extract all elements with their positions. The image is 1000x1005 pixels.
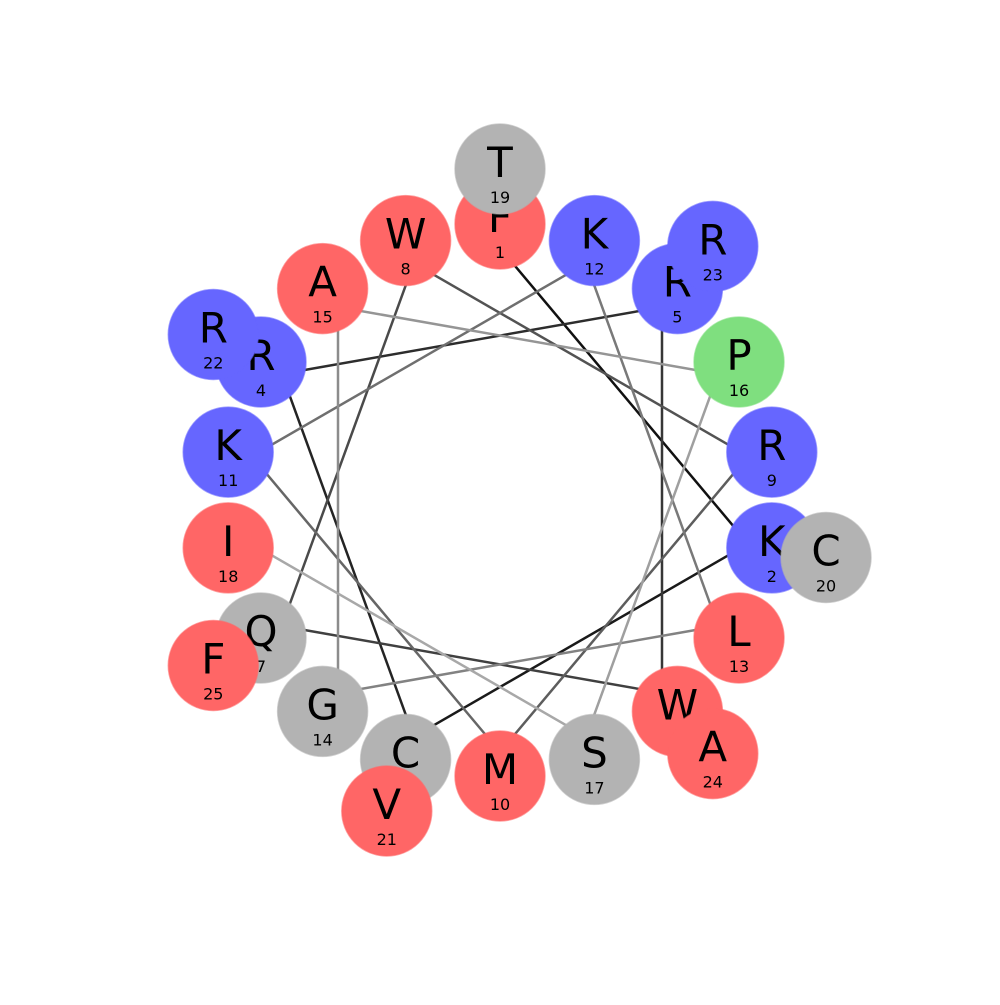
residue-letter: W	[385, 210, 427, 259]
residue-12: K12	[548, 194, 641, 287]
residue-number: 21	[377, 830, 397, 849]
residue-circle	[167, 288, 260, 381]
residue-number: 8	[401, 260, 411, 279]
residue-number: 5	[672, 308, 682, 327]
link-15-16	[337, 305, 719, 376]
residue-23: R23	[667, 200, 759, 293]
link-13-14	[337, 624, 719, 695]
residue-circle	[276, 242, 369, 335]
residue-letter: C	[811, 527, 840, 576]
link-7-8	[280, 262, 415, 627]
link-11-12	[251, 262, 587, 458]
residue-letter: G	[306, 680, 339, 729]
residue-21: V21	[341, 765, 433, 857]
residue-number: 17	[584, 778, 604, 797]
residue-16: P16	[693, 316, 785, 408]
link-2-3	[413, 542, 749, 738]
residue-number: 16	[729, 381, 749, 400]
link-1-2	[499, 247, 750, 545]
residue-10: M10	[454, 730, 546, 822]
residue-links	[250, 247, 750, 753]
residue-number: 23	[703, 265, 723, 284]
residue-letter: K	[581, 210, 610, 259]
residue-circle	[182, 406, 274, 498]
link-4-5	[281, 305, 663, 376]
residue-circle	[454, 123, 546, 215]
residue-9: R9	[726, 406, 818, 498]
residue-letter: T	[486, 138, 513, 187]
residue-circle	[548, 194, 641, 287]
residue-circle	[548, 713, 641, 806]
residue-number: 22	[203, 354, 223, 373]
residue-letter: P	[726, 331, 751, 380]
residue-number: 19	[490, 188, 510, 207]
link-17-18	[251, 542, 587, 738]
residue-circle	[667, 707, 759, 800]
residue-number: 7	[256, 657, 266, 676]
residue-number: 15	[312, 308, 332, 327]
residue-number: 24	[703, 773, 723, 792]
residue-letter: R	[698, 215, 727, 264]
link-12-13	[585, 262, 720, 627]
residue-circle	[454, 730, 546, 822]
residue-letter: K	[214, 421, 243, 470]
residue-number: 18	[218, 567, 238, 586]
residue-number: 2	[767, 567, 777, 586]
residue-letter: A	[308, 258, 337, 307]
link-9-10	[499, 455, 750, 753]
residue-24: A24	[667, 707, 759, 800]
residue-20: C20	[780, 511, 872, 604]
residue-circle	[167, 619, 260, 712]
residue-17: S17	[548, 713, 641, 806]
residue-letter: A	[698, 723, 727, 772]
residue-number: 11	[218, 471, 238, 490]
residue-number: 13	[729, 657, 749, 676]
residue-8: W8	[359, 194, 452, 287]
residue-number: 1	[495, 243, 505, 262]
link-16-17	[585, 373, 720, 738]
link-10-11	[250, 455, 501, 753]
residue-letter: R	[757, 421, 786, 470]
residue-nodes: F1K2C3R4R5W6Q7W8R9M10K11K12L13G14A15P16S…	[167, 123, 872, 857]
residue-letter: R	[199, 304, 228, 353]
residue-letter: V	[372, 780, 401, 829]
residue-circle	[693, 592, 785, 684]
residue-number: 14	[312, 730, 332, 749]
residue-circle	[693, 316, 785, 408]
residue-number: 10	[490, 795, 510, 814]
residue-11: K11	[182, 406, 274, 498]
residue-25: F25	[167, 619, 260, 712]
residue-15: A15	[276, 242, 369, 335]
link-8-9	[413, 262, 749, 458]
residue-circle	[341, 765, 433, 857]
link-6-7	[281, 624, 663, 695]
residue-circle	[276, 665, 369, 758]
residue-number: 12	[584, 260, 604, 279]
residue-letter: F	[201, 635, 225, 684]
residue-22: R22	[167, 288, 260, 381]
residue-number: 20	[816, 577, 836, 596]
residue-13: L13	[693, 592, 785, 684]
residue-letter: M	[482, 745, 518, 794]
residue-letter: I	[222, 517, 234, 566]
residue-circle	[780, 511, 872, 604]
residue-number: 25	[203, 685, 223, 704]
residue-circle	[726, 406, 818, 498]
residue-number: 4	[256, 381, 266, 400]
residue-18: I18	[182, 502, 274, 594]
residue-circle	[359, 194, 452, 287]
residue-number: 9	[767, 471, 777, 490]
residue-letter: L	[727, 607, 751, 656]
residue-circle	[667, 200, 759, 293]
link-3-4	[280, 373, 415, 738]
residue-14: G14	[276, 665, 369, 758]
residue-circle	[182, 502, 274, 594]
residue-19: T19	[454, 123, 546, 215]
residue-letter: S	[581, 728, 608, 777]
